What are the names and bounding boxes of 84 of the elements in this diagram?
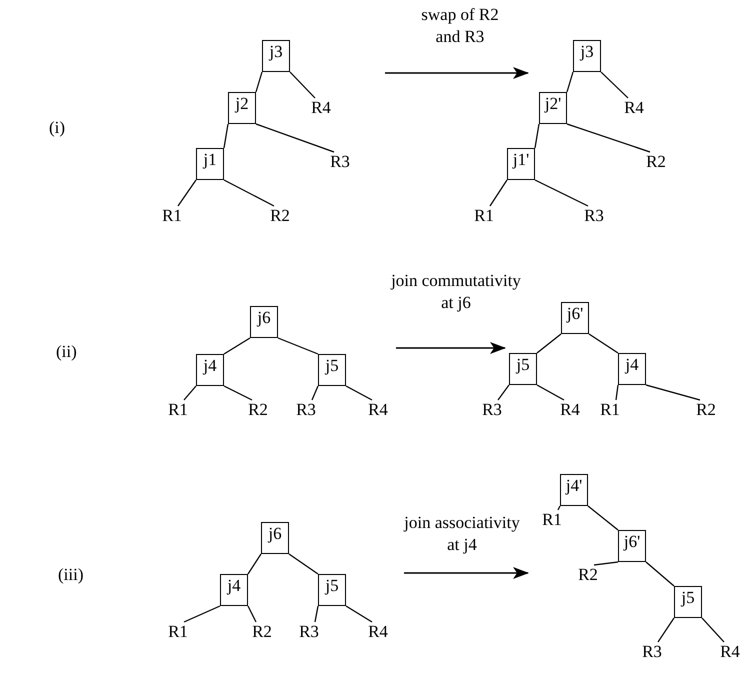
connector-line [248,554,262,574]
connector-line [490,180,508,206]
relation-label: R4 [360,622,396,642]
connector-line [646,562,674,586]
connector-line [224,385,252,401]
join-box: j5 [509,353,537,385]
connector-line [184,386,196,400]
connector-line [615,384,619,400]
connector-line [498,384,510,400]
connector-line [557,506,561,510]
panel-label: (i) [49,118,66,138]
connector-line [534,124,540,148]
relation-label: R3 [576,206,612,226]
join-box: j5 [318,574,346,606]
connector-line [658,618,674,642]
join-box: j4' [560,474,588,506]
connector-line [534,179,588,207]
relation-label: R2 [262,206,298,226]
connector-line [224,337,250,355]
join-box: j6 [261,522,289,554]
join-box: j4 [618,353,646,385]
connector-line [646,384,700,401]
connector-line [184,605,220,623]
relation-label: R1 [160,622,196,642]
relation-label: R4 [552,400,588,420]
connector-line [588,334,618,354]
connector-line [278,337,318,355]
relation-label: R4 [303,98,339,118]
relation-label: R2 [240,400,276,420]
relation-label: R2 [638,152,674,172]
join-box: j5 [674,586,702,618]
join-box: j1' [507,148,535,180]
connector-line [224,179,274,207]
connector-line [311,386,319,400]
relation-label: R3 [322,152,358,172]
join-box: j3 [573,40,601,72]
relation-label: R1 [154,206,190,226]
relation-label: R2 [688,400,724,420]
relation-label: R1 [534,510,570,530]
relation-label: R1 [466,206,502,226]
join-box: j5 [318,354,346,386]
connector-line [566,123,650,153]
connector-line [566,72,574,92]
connector-line [594,561,618,566]
arrow [385,67,529,79]
join-box: j6 [250,306,278,338]
connector-line [247,606,257,622]
connector-line [290,72,316,98]
connector-line [314,606,319,622]
join-box: j3 [262,40,290,72]
panel-label: (ii) [56,342,77,362]
connector-line [588,506,618,530]
relation-label: R3 [474,400,510,420]
relation-label: R2 [244,622,280,642]
arrow [396,342,506,354]
connector-line [346,605,372,623]
connector-line [255,72,263,92]
relation-label: R3 [634,642,670,662]
connector-line [536,334,562,354]
connector-line [256,123,334,153]
relation-label: R3 [288,400,324,420]
relation-label: R1 [160,400,196,420]
relation-label: R3 [291,622,327,642]
relation-label: R4 [616,98,652,118]
connector-line [702,618,724,642]
connector-line [223,124,229,148]
join-box: j1 [196,148,224,180]
join-box: j6' [618,530,646,562]
panel-label: (iii) [58,565,84,585]
join-box: j2' [539,92,567,124]
connector-line [536,384,564,401]
connector-line [346,385,372,401]
relation-label: R2 [570,565,606,585]
relation-label: R4 [360,400,396,420]
connector-line [600,72,628,98]
join-box: j6' [561,302,589,334]
relation-label: R1 [592,400,628,420]
join-box: j4 [196,354,224,386]
join-box: j4 [220,574,248,606]
relation-label: R4 [712,642,748,662]
join-box: j2 [228,92,256,124]
connector-line [288,554,318,574]
connector-line [178,180,196,206]
arrow [404,567,529,579]
